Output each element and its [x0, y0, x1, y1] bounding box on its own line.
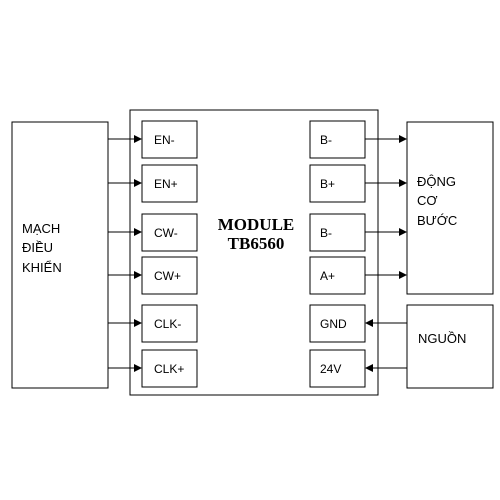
pin-label-cw-plus: CW+ [154, 269, 181, 283]
left-pins: EN- EN+ CW- CW+ CLK- CLK+ [141, 120, 198, 388]
pin-label-cw-minus: CW- [154, 226, 178, 240]
motor-label-line-3: BƯỚC [417, 213, 457, 228]
pin-label-clk-minus: CLK- [154, 317, 181, 331]
pin-label-gnd: GND [320, 317, 347, 331]
pin-box-en-minus [141, 120, 198, 159]
module-title-line-1: MODULE [218, 215, 295, 234]
pin-box-24v [309, 349, 366, 388]
pin-box-en-plus [141, 164, 198, 203]
controller-label-line-3: KHIỂN [22, 260, 62, 275]
right-pins: B- B+ B- A+ GND 24V [309, 120, 366, 388]
pin-label-b-minus-2: B- [320, 226, 332, 240]
module-title-line-2: TB6560 [228, 234, 285, 253]
power-arrows [365, 319, 407, 372]
motor-label-line-2: CƠ [417, 193, 438, 208]
pin-label-b-minus-1: B- [320, 133, 332, 147]
controller-label-line-2: ĐIỀU [22, 240, 53, 255]
pin-box-b-minus-1 [309, 120, 366, 159]
stepper-motor-block: ĐỘNG CƠ BƯỚC [406, 121, 494, 295]
pin-label-en-minus: EN- [154, 133, 175, 147]
pin-label-24v: 24V [320, 362, 341, 376]
controller-block: MẠCH ĐIỀU KHIỂN [11, 121, 109, 389]
motor-arrows [365, 135, 407, 279]
pin-label-b-plus: B+ [320, 177, 335, 191]
pin-box-clk-minus [141, 304, 198, 343]
pin-box-cw-plus [141, 256, 198, 295]
power-label: NGUỒN [418, 331, 466, 346]
pin-label-en-plus: EN+ [154, 177, 178, 191]
pin-label-clk-plus: CLK+ [154, 362, 184, 376]
pin-box-cw-minus [141, 213, 198, 252]
pin-box-clk-plus [141, 349, 198, 388]
pin-label-a-plus: A+ [320, 269, 335, 283]
pin-box-a-plus [309, 256, 366, 295]
controller-label-line-1: MẠCH [22, 221, 60, 236]
controller-arrows [108, 135, 142, 372]
power-block: NGUỒN [406, 304, 494, 389]
motor-label-line-1: ĐỘNG [417, 174, 456, 189]
pin-box-b-minus-2 [309, 213, 366, 252]
pin-box-b-plus [309, 164, 366, 203]
